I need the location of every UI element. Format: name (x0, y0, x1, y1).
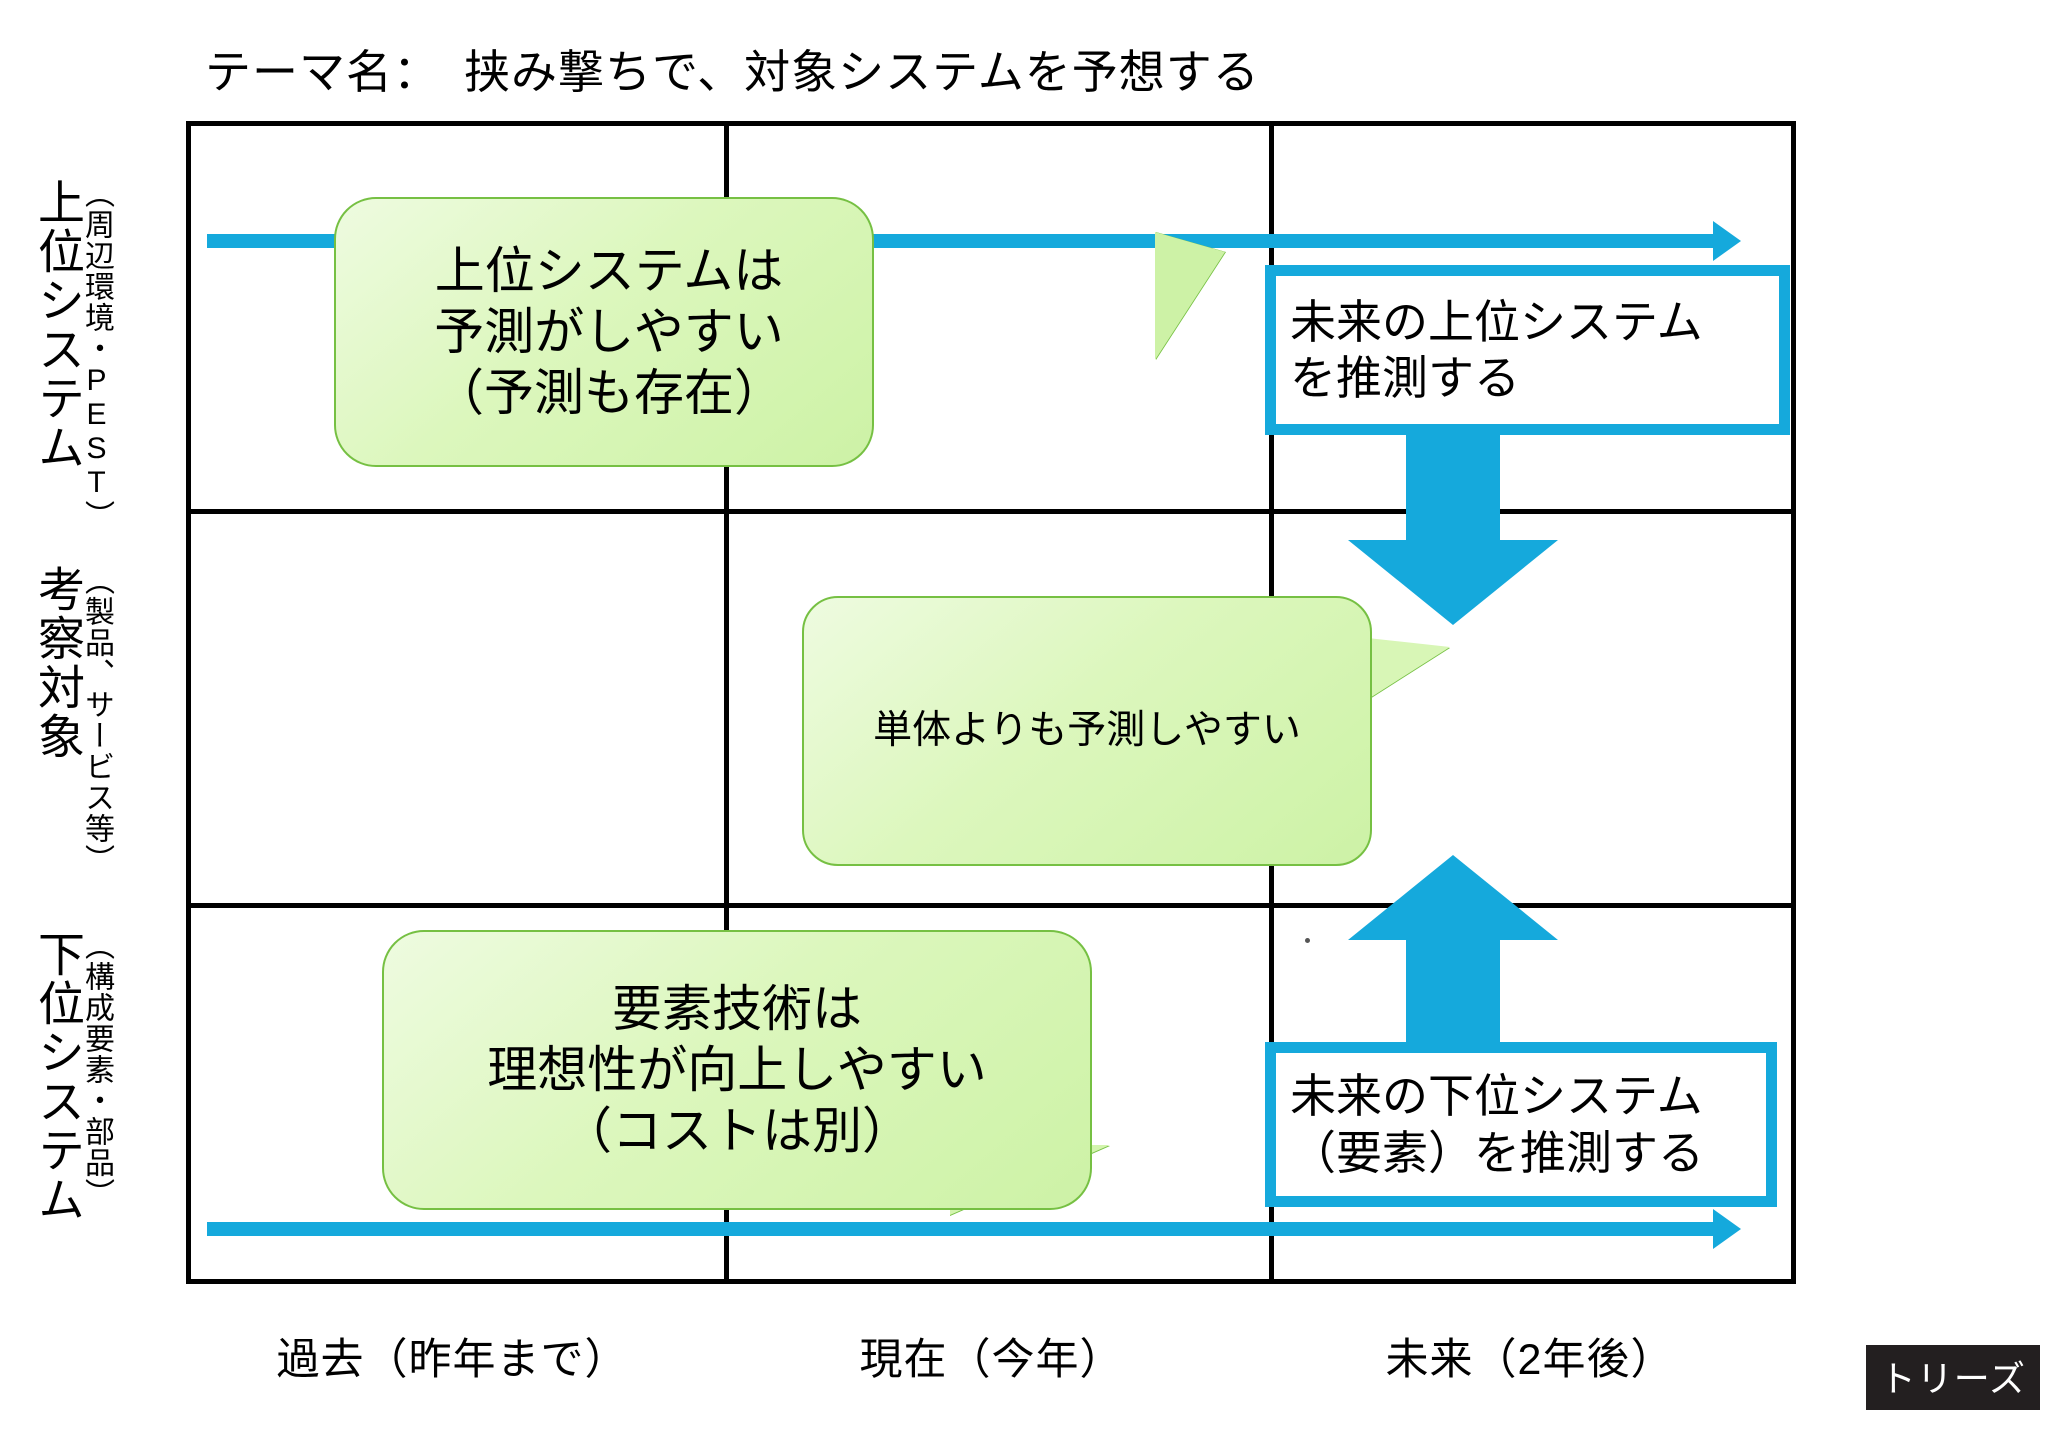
down-block-arrow-icon (1348, 435, 1558, 625)
page-title: テーマ名： 挟み撃ちで、対象システムを予想する (205, 46, 1260, 98)
row-label-upper-system-main: 上位システム (31, 178, 84, 472)
callout-tail-upper (1155, 232, 1225, 360)
lower-system-callout-text: 要素技術は 理想性が向上しやすい （コストは別） (487, 980, 987, 1159)
upper-system-callout-text: 上位システムは 予測がしやすい （予測も存在） (434, 242, 784, 421)
row-label-target-system: 考察対象 （製品、サービス等） (31, 565, 113, 875)
row-label-upper-system-sub: （周辺環境・PEST） (80, 178, 113, 531)
future-upper-system-box: 未来の上位システム を推測する (1265, 265, 1790, 435)
grid-hline-1 (191, 509, 1791, 514)
stray-dot (1305, 938, 1310, 943)
middle-system-callout: 単体よりも予測しやすい (802, 596, 1372, 866)
column-label-future: 未来（2年後） (1385, 1336, 1675, 1384)
future-upper-system-box-text: 未来の上位システム を推測する (1290, 295, 1703, 404)
future-lower-system-box: 未来の下位システム （要素）を推測する (1265, 1042, 1777, 1207)
row-label-lower-system-sub: （構成要素・部品） (80, 930, 113, 1209)
upper-system-callout: 上位システムは 予測がしやすい （予測も存在） (334, 197, 874, 467)
row-label-target-system-main: 考察対象 (31, 565, 84, 761)
lower-system-callout: 要素技術は 理想性が向上しやすい （コストは別） (382, 930, 1092, 1210)
future-lower-system-box-text: 未来の下位システム （要素）を推測する (1290, 1070, 1704, 1179)
up-block-arrow-icon (1348, 855, 1558, 1045)
middle-system-callout-text: 単体よりも予測しやすい (873, 709, 1301, 753)
grid-hline-2 (191, 903, 1791, 908)
triz-badge: トリーズ (1865, 1345, 2040, 1410)
column-label-present: 現在（今年） (859, 1336, 1124, 1384)
column-label-past: 過去（昨年まで） (276, 1336, 629, 1384)
row-label-lower-system-main: 下位システム (31, 930, 84, 1224)
row-label-upper-system: 上位システム （周辺環境・PEST） (31, 178, 113, 531)
grid-vline-1 (724, 126, 729, 1279)
row-label-lower-system: 下位システム （構成要素・部品） (31, 930, 113, 1224)
row-label-target-system-sub: （製品、サービス等） (80, 565, 113, 875)
timeline-arrow-lower (207, 1209, 1741, 1249)
